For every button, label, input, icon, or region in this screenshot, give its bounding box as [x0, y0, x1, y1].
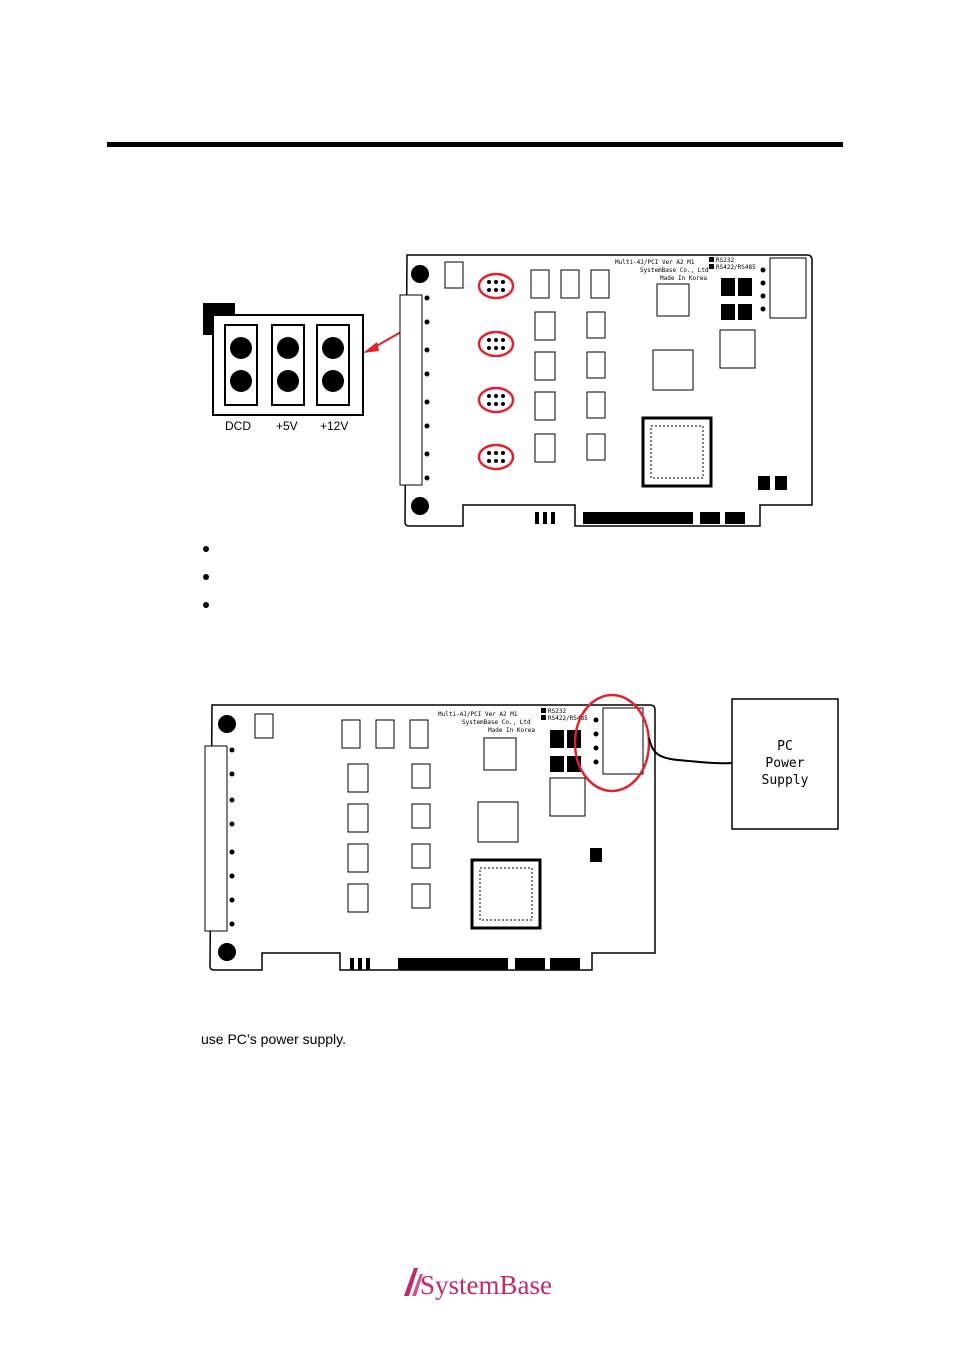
bullet-1 — [203, 546, 209, 552]
board-company: SystemBase Co., Ltd — [640, 267, 709, 274]
systembase-logo: SystemBase — [404, 1268, 552, 1300]
jumper-label-5v: +5V — [276, 419, 298, 433]
header-rule — [107, 142, 843, 147]
board-title: Multi-4J/PCI Ver A2 M1 — [615, 259, 695, 266]
pc-power-supply-box: PC Power Supply — [731, 698, 839, 830]
board-origin: Made In Korea — [660, 275, 707, 282]
serial-card-board: Multi-4J/PCI Ver A2 M1 SystemBase Co., L… — [399, 254, 813, 527]
power-box-line-1: PC — [777, 739, 793, 754]
power-connector-highlight — [573, 693, 651, 793]
board-company-2: SystemBase Co., Ltd — [462, 719, 531, 726]
bullet-2 — [203, 574, 209, 580]
power-cable — [648, 737, 733, 765]
jumper-figure: DCD +5V +12V Multi-4J/PCI Ver A2 M1 Syst… — [203, 254, 813, 527]
logo-text: SystemBase — [420, 1270, 552, 1300]
legend-rs422-2: RS422/RS485 — [548, 715, 588, 722]
jumper-closeup: DCD +5V +12V — [203, 303, 364, 433]
jumper-label-12v: +12V — [320, 419, 348, 433]
figure-caption: use PC’s power supply. — [201, 1031, 346, 1047]
power-box-line-3: Supply — [762, 773, 809, 788]
legend-rs422: RS422/RS485 — [716, 264, 756, 271]
jumper-label-dcd: DCD — [225, 419, 251, 433]
power-box-line-2: Power — [765, 756, 804, 771]
board-title-2: Multi-4J/PCI Ver A2 M1 — [438, 711, 518, 718]
serial-card-board-2: Multi-4J/PCI Ver A2 M1 SystemBase Co., L… — [204, 693, 656, 971]
bullet-3 — [203, 602, 209, 608]
legend-rs232-2: RS232 — [548, 708, 566, 715]
board-origin-2: Made In Korea — [488, 727, 535, 734]
power-figure: Multi-4J/PCI Ver A2 M1 SystemBase Co., L… — [204, 693, 839, 971]
legend-rs232: RS232 — [716, 257, 734, 264]
